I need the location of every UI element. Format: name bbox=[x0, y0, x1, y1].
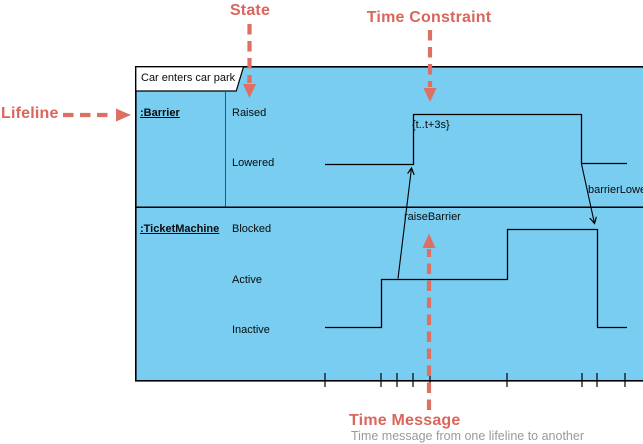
lifeline-name-ticketmachine: :TicketMachine bbox=[140, 223, 220, 235]
state-annotation-label: State bbox=[229, 2, 271, 19]
frame-background bbox=[135, 66, 643, 382]
time-ruler-ticks bbox=[324, 373, 626, 387]
annotation-arrows bbox=[63, 24, 433, 410]
barrier-waveform bbox=[325, 113, 627, 166]
time-constraint-value: {t..t+3s} bbox=[412, 119, 450, 131]
message-label-barrier-lowered: barrierLowered bbox=[588, 184, 643, 196]
time-message-annotation-label: Time Message bbox=[349, 412, 461, 429]
state-label-raised: Raised bbox=[232, 107, 267, 119]
ticketmachine-waveform bbox=[325, 228, 627, 329]
barrier-lowered-message-arrow bbox=[580, 163, 595, 224]
lifeline-annotation-label: Lifeline bbox=[1, 105, 59, 122]
time-constraint-annotation-label: Time Constraint bbox=[366, 9, 492, 26]
state-arrowhead bbox=[243, 84, 256, 98]
state-label-active: Active bbox=[232, 274, 262, 286]
state-label-inactive: Inactive bbox=[232, 324, 270, 336]
frame-title: Car enters car park bbox=[141, 72, 236, 84]
time-constraint-arrowhead bbox=[423, 88, 437, 102]
frame-title-tab bbox=[135, 66, 245, 92]
lifeline-name-barrier: :Barrier bbox=[140, 107, 180, 119]
annotation-arrowheads bbox=[116, 84, 437, 248]
lifeline-arrowhead bbox=[116, 108, 131, 122]
time-message-arrowhead bbox=[422, 233, 436, 248]
time-message-annotation-description: Time message from one lifeline to anothe… bbox=[351, 429, 584, 443]
message-label-raise-barrier: raiseBarrier bbox=[404, 211, 461, 223]
state-label-lowered: Lowered bbox=[232, 157, 275, 169]
state-label-blocked: Blocked bbox=[232, 223, 272, 235]
raise-barrier-message-arrow bbox=[397, 168, 412, 279]
